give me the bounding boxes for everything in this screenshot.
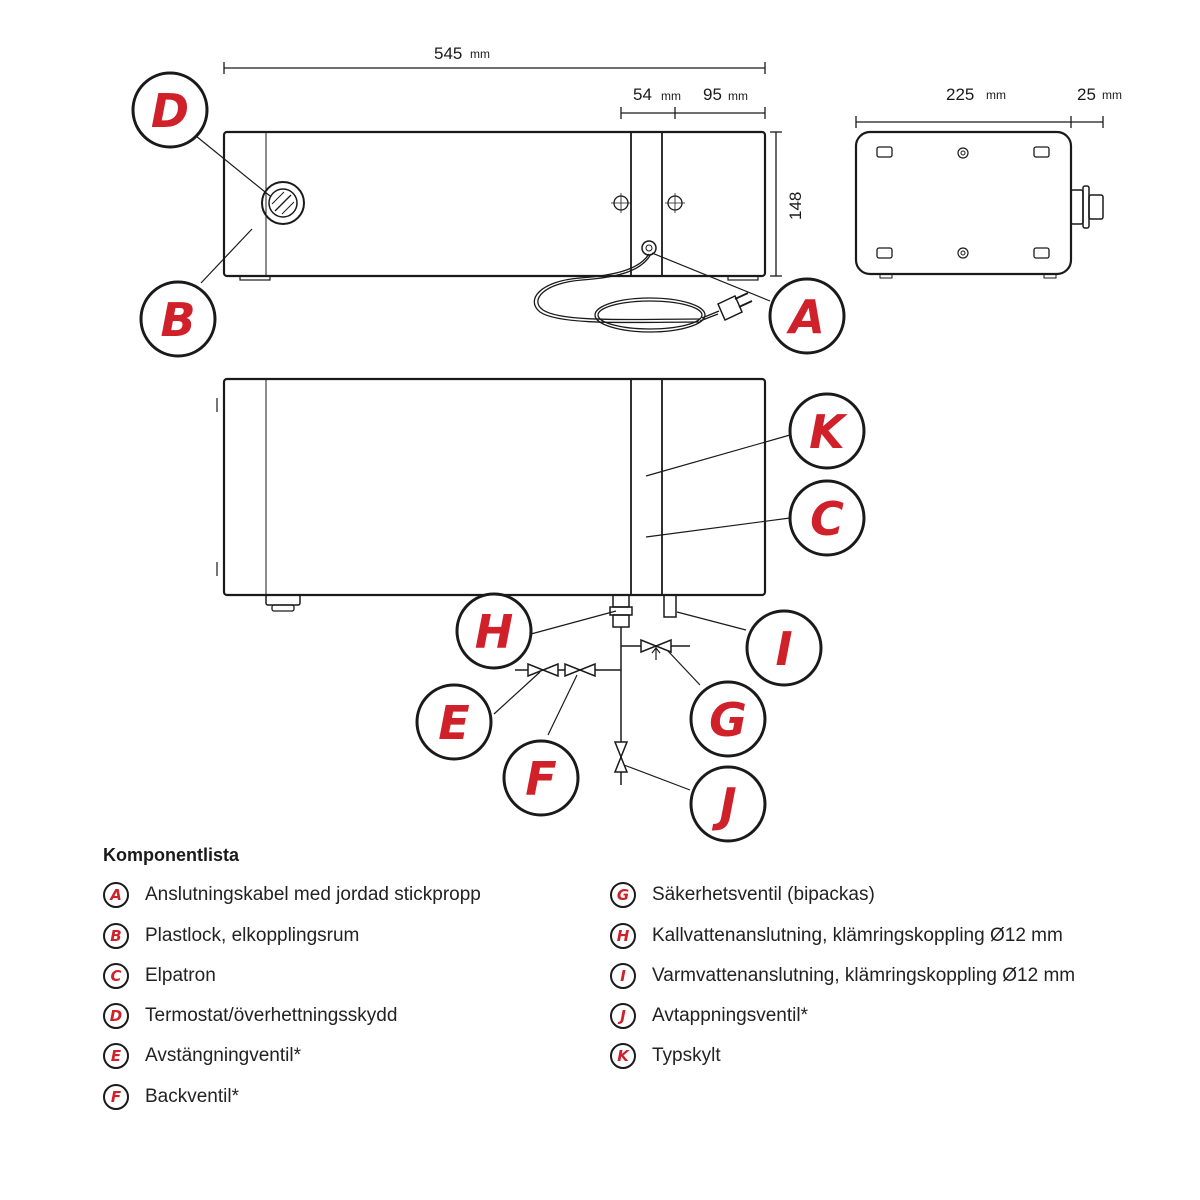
- callout-A-letter: A: [786, 290, 825, 344]
- callout-B-letter: B: [160, 293, 195, 347]
- dimension-width: 545 mm: [223, 44, 766, 74]
- callout-K: K: [788, 392, 866, 470]
- callout-H: H: [455, 592, 533, 670]
- callout-K-letter: K: [809, 405, 848, 459]
- seg2-unit: mm: [728, 89, 748, 103]
- heater-front-view: [222, 130, 767, 281]
- piping-schematic: [515, 627, 690, 785]
- leader-lines: [195, 135, 791, 791]
- callout-F-letter: F: [525, 752, 556, 806]
- callout-C: C: [788, 479, 866, 557]
- heater-side-view: [854, 130, 1104, 279]
- seg1-unit: mm: [661, 89, 681, 103]
- callout-I: I: [745, 609, 823, 687]
- width-value: 545: [434, 44, 462, 63]
- callout-A: A: [768, 277, 846, 355]
- callout-E: E: [415, 683, 493, 761]
- seg2-value: 95: [703, 85, 722, 104]
- callout-E-letter: E: [438, 696, 469, 750]
- conn-value: 25: [1077, 85, 1096, 104]
- depth-value: 225: [946, 85, 974, 104]
- callout-D-letter: D: [151, 84, 189, 138]
- callout-H-letter: H: [475, 605, 514, 659]
- width-unit: mm: [470, 47, 490, 61]
- seg1-value: 54: [633, 85, 652, 104]
- callout-D: D: [131, 71, 209, 149]
- callout-I-letter: I: [775, 622, 792, 676]
- callout-J: J: [689, 765, 767, 843]
- depth-unit: mm: [986, 88, 1006, 102]
- heater-bottom-view: [216, 377, 767, 628]
- dimension-height: 148: [770, 131, 805, 277]
- conn-unit: mm: [1102, 88, 1122, 102]
- dimension-segments: 54 mm 95 mm: [620, 85, 766, 119]
- callout-G-letter: G: [709, 693, 747, 747]
- callout-F: F: [502, 739, 580, 817]
- callout-G: G: [689, 680, 767, 758]
- callout-B: B: [139, 280, 217, 358]
- power-cable: [533, 253, 753, 333]
- height-value: 148: [786, 192, 805, 220]
- callout-C-letter: C: [810, 492, 844, 546]
- dimension-depth: 225 mm 25 mm: [855, 85, 1122, 128]
